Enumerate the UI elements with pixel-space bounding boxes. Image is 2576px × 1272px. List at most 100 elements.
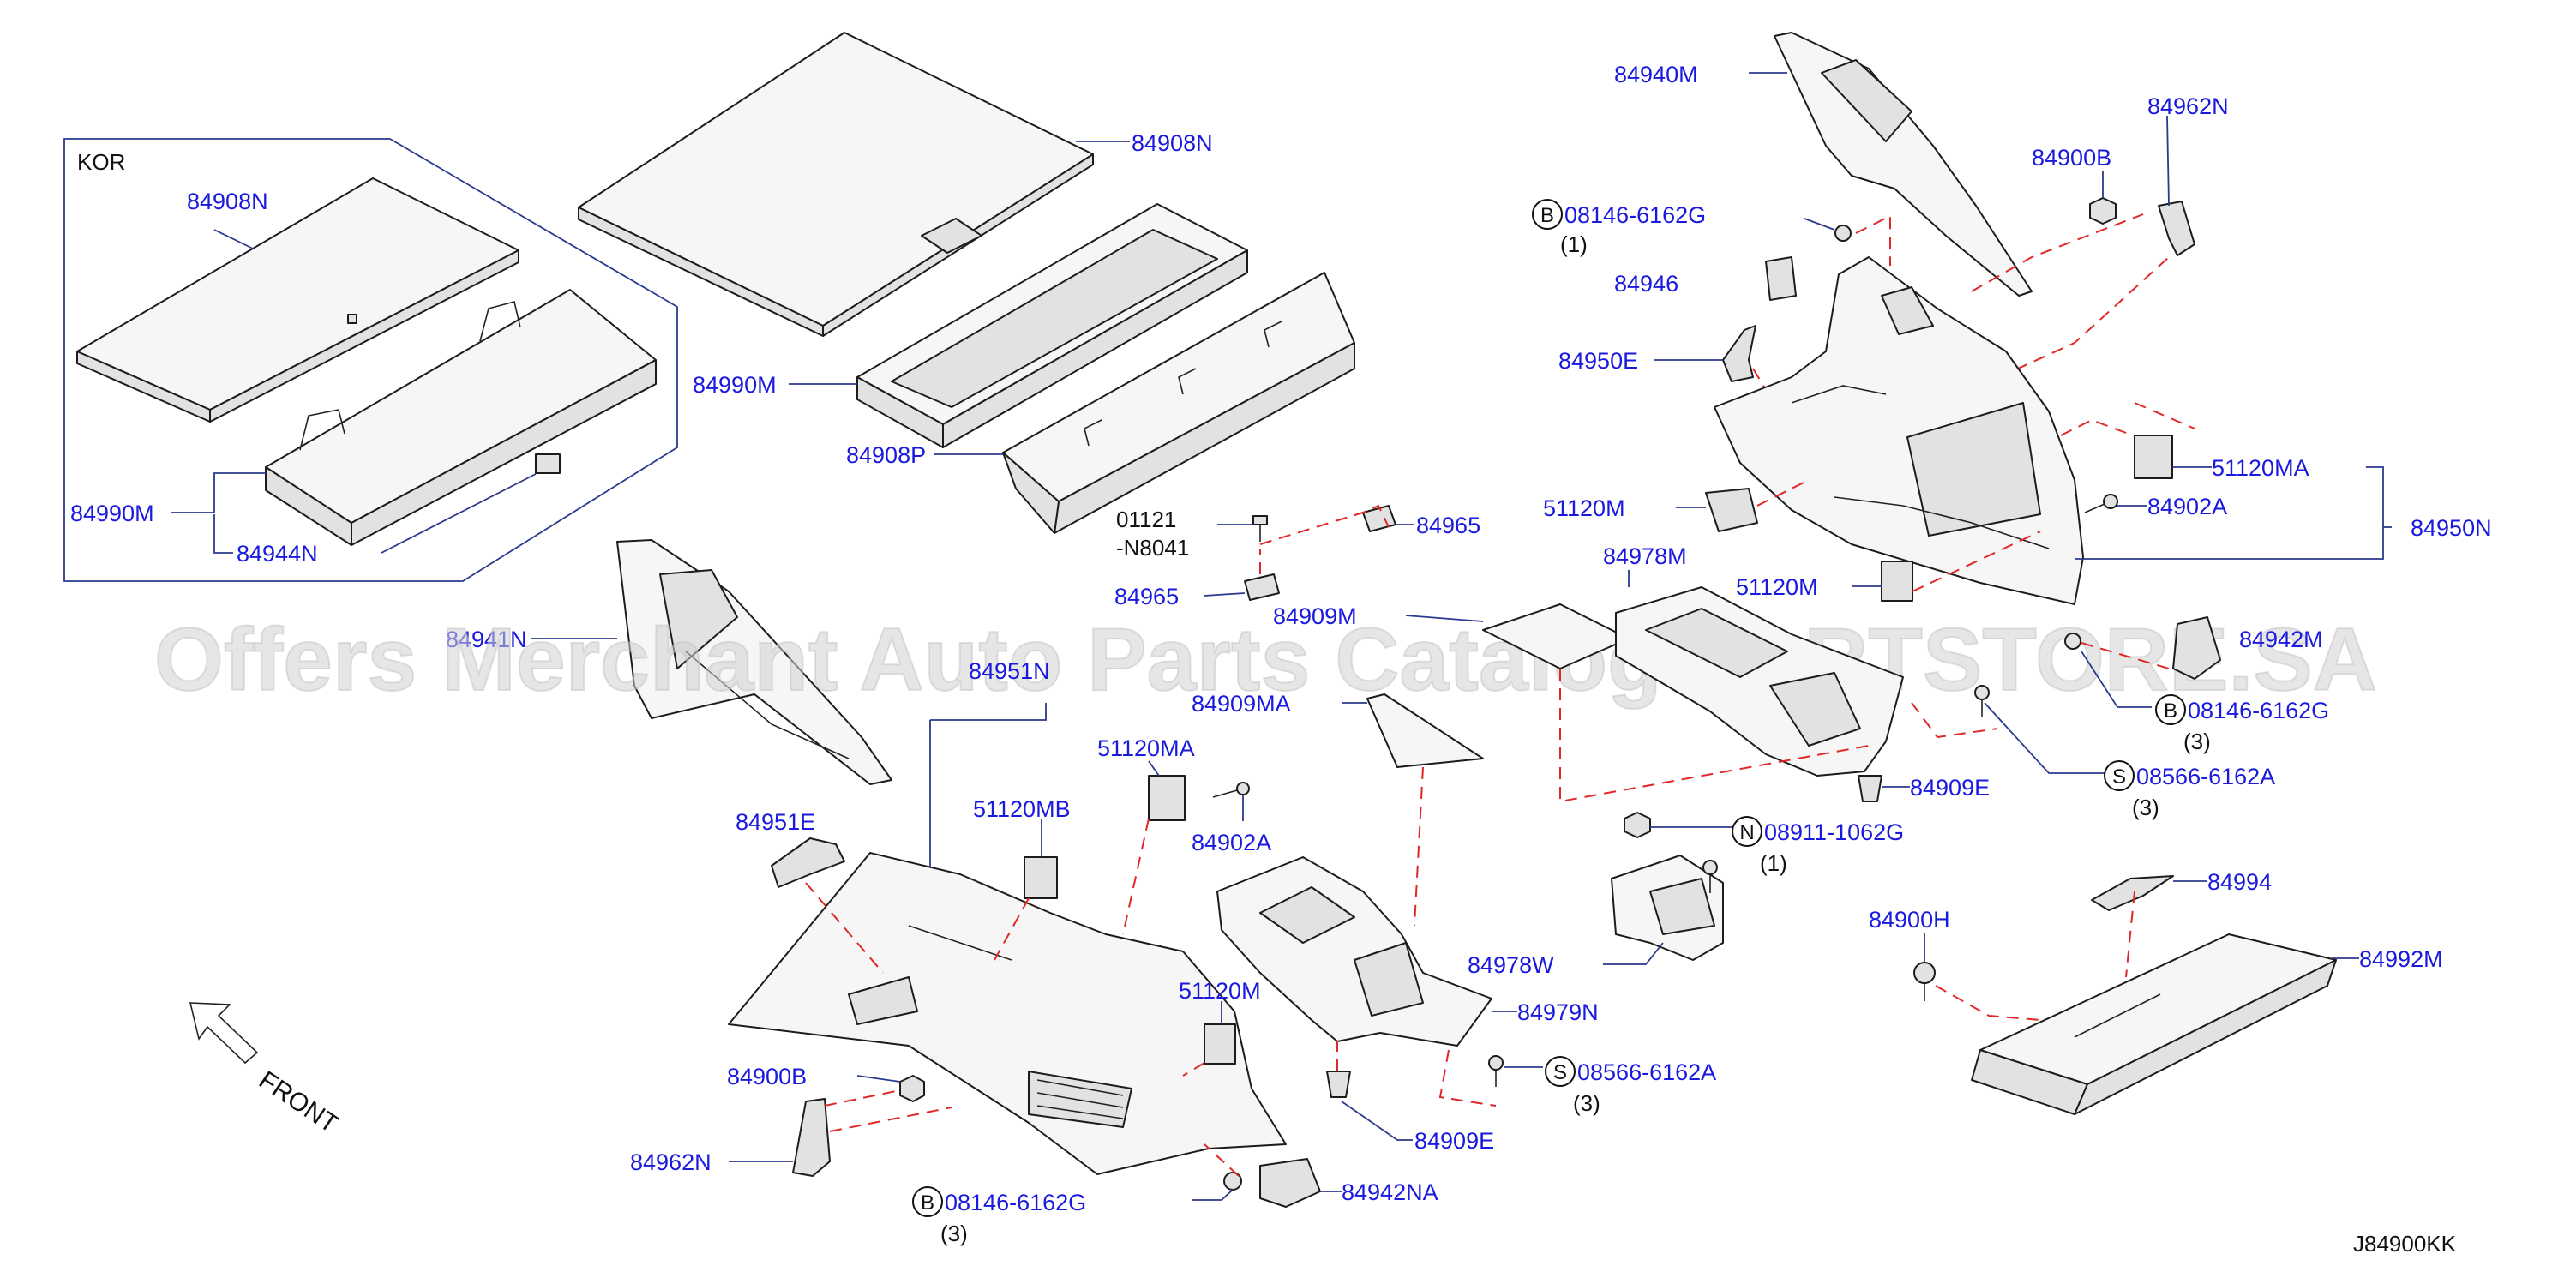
clip-51120MA-right (2134, 435, 2173, 479)
front-arrow (189, 1002, 259, 1065)
callout-51120M-left[interactable]: 51120M (1179, 978, 1261, 1004)
bolt-84978W (1702, 860, 1718, 893)
kor-variant-label: KOR (77, 149, 125, 175)
callout-84978W[interactable]: 84978W (1468, 952, 1554, 978)
clip-51120MB (1024, 856, 1058, 899)
callout-84900B-right[interactable]: 84900B (2032, 145, 2111, 171)
luggage-side-trim (728, 852, 1287, 1175)
floor-storage-box (1216, 856, 1492, 1047)
quantity-08566-left: (3) (1573, 1090, 1600, 1116)
callout-84965-upper[interactable]: 84965 (1416, 513, 1480, 538)
svg-text:B: B (1540, 204, 1554, 227)
part-84994 (2091, 875, 2174, 911)
callout-51120MA-right[interactable]: 51120MA (2212, 455, 2309, 481)
screw-08566-left (1488, 1055, 1504, 1087)
board-handle (921, 218, 982, 254)
svg-text:B: B (2164, 699, 2177, 723)
callout-84950E[interactable]: 84950E (1558, 348, 1638, 374)
callout-84902A-left[interactable]: 84902A (1192, 830, 1271, 855)
callout-08146-right[interactable]: 08146-6162G (2188, 698, 2329, 723)
callout-84979N[interactable]: 84979N (1517, 999, 1599, 1025)
callout-N8041: -N8041 (1116, 535, 1189, 561)
bracket-84942NA (1259, 1158, 1321, 1208)
bracket-84942M (2172, 616, 2221, 680)
callout-08146-bottom-left[interactable]: 08146-6162G (945, 1190, 1086, 1215)
callout-84942M[interactable]: 84942M (2239, 627, 2323, 652)
callout-84909M[interactable]: 84909M (1273, 603, 1357, 629)
part-84951E (771, 837, 845, 888)
callout-84908N[interactable]: 84908N (1132, 130, 1213, 156)
clip-84909E-left (1326, 1071, 1351, 1098)
callout-84909E-left[interactable]: 84909E (1414, 1128, 1494, 1154)
symbol-b-top (1532, 199, 1563, 230)
kor-clip (535, 453, 561, 474)
nut-84942M (2064, 633, 2081, 650)
part-84950E (1722, 325, 1756, 382)
callout-84962N-left[interactable]: 84962N (630, 1149, 712, 1175)
callout-84946[interactable]: 84946 (1614, 271, 1678, 297)
nut-08911 (1624, 812, 1651, 838)
callout-84990M[interactable]: 84990M (693, 372, 777, 398)
callout-84902A-right[interactable]: 84902A (2147, 494, 2227, 519)
bolt-08146-top (1834, 225, 1852, 242)
svg-text:N: N (1739, 821, 1754, 844)
callout-84908N-kor[interactable]: 84908N (187, 189, 268, 214)
callout-84990M-kor[interactable]: 84990M (70, 501, 154, 526)
symbol-b-bottom (912, 1186, 943, 1217)
callout-51120M-right-upper[interactable]: 51120M (1543, 495, 1625, 521)
callout-84951N[interactable]: 84951N (969, 658, 1050, 684)
callout-84908P[interactable]: 84908P (846, 442, 926, 468)
svg-text:S: S (1553, 1061, 1567, 1084)
clip-84909E-right (1858, 775, 1882, 802)
callout-08911[interactable]: 08911-1062G (1764, 819, 1904, 845)
diagram-code: J84900KK (2353, 1231, 2457, 1257)
nut-84900B-right (2089, 197, 2117, 225)
cap-84946 (1765, 256, 1797, 301)
callout-84965-lower[interactable]: 84965 (1114, 584, 1179, 609)
symbol-b-right (2155, 694, 2186, 725)
callout-84941N[interactable]: 84941N (446, 627, 527, 652)
svg-text:B: B (921, 1191, 934, 1215)
quantity-08566-right: (3) (2132, 795, 2159, 820)
callout-51120M-right-lower[interactable]: 51120M (1736, 574, 1818, 600)
callout-84909MA[interactable]: 84909MA (1192, 691, 1291, 717)
upper-trim-84940M (1774, 32, 2033, 297)
callout-84900B-left[interactable]: 84900B (727, 1064, 807, 1089)
callout-08566-right[interactable]: 08566-6162A (2136, 764, 2275, 789)
bracket-84962N-right (2158, 201, 2195, 256)
quantity-bottom-left: (3) (940, 1221, 968, 1246)
callout-84951E[interactable]: 84951E (736, 809, 815, 835)
callout-84909E-right[interactable]: 84909E (1910, 775, 1990, 801)
callout-84942NA[interactable]: 84942NA (1342, 1179, 1438, 1205)
clip-84965-lower (1244, 573, 1280, 601)
callout-08566-left[interactable]: 08566-6162A (1577, 1059, 1716, 1085)
callout-84940M[interactable]: 84940M (1614, 62, 1698, 87)
callout-84900H[interactable]: 84900H (1869, 907, 1950, 933)
callout-51120MA-left[interactable]: 51120MA (1097, 735, 1195, 761)
screw-08566-right (1974, 685, 1990, 717)
bracket-84962N-left (792, 1098, 831, 1177)
clip-51120MA-left (1148, 775, 1186, 821)
callout-84950N[interactable]: 84950N (2411, 515, 2492, 541)
watermark: Offers Merchant Auto Parts Catalog PARTS… (154, 610, 2377, 710)
callout-51120MB[interactable]: 51120MB (973, 796, 1071, 822)
symbol-s-left (1545, 1056, 1576, 1087)
quantity-08146-top-right: (1) (1560, 231, 1588, 257)
clip-51120M-left (1204, 1023, 1236, 1065)
clip-51120M-right-lower (1881, 561, 1913, 602)
callout-84978M[interactable]: 84978M (1603, 543, 1687, 569)
callout-84962N-right[interactable]: 84962N (2147, 93, 2229, 119)
tonneau-board (578, 32, 1094, 327)
clip-84965-upper (1362, 505, 1396, 532)
symbol-n (1732, 816, 1762, 847)
screw-84902A-right (2084, 494, 2118, 513)
callout-84992M[interactable]: 84992M (2359, 946, 2443, 972)
symbol-s-right (2104, 760, 2135, 791)
callout-84994[interactable]: 84994 (2207, 869, 2272, 895)
callout-08146-top-right[interactable]: 08146-6162G (1564, 202, 1706, 228)
callout-84944N[interactable]: 84944N (237, 541, 318, 567)
quantity-08911: (1) (1760, 850, 1787, 876)
screw-01121 (1252, 515, 1268, 542)
